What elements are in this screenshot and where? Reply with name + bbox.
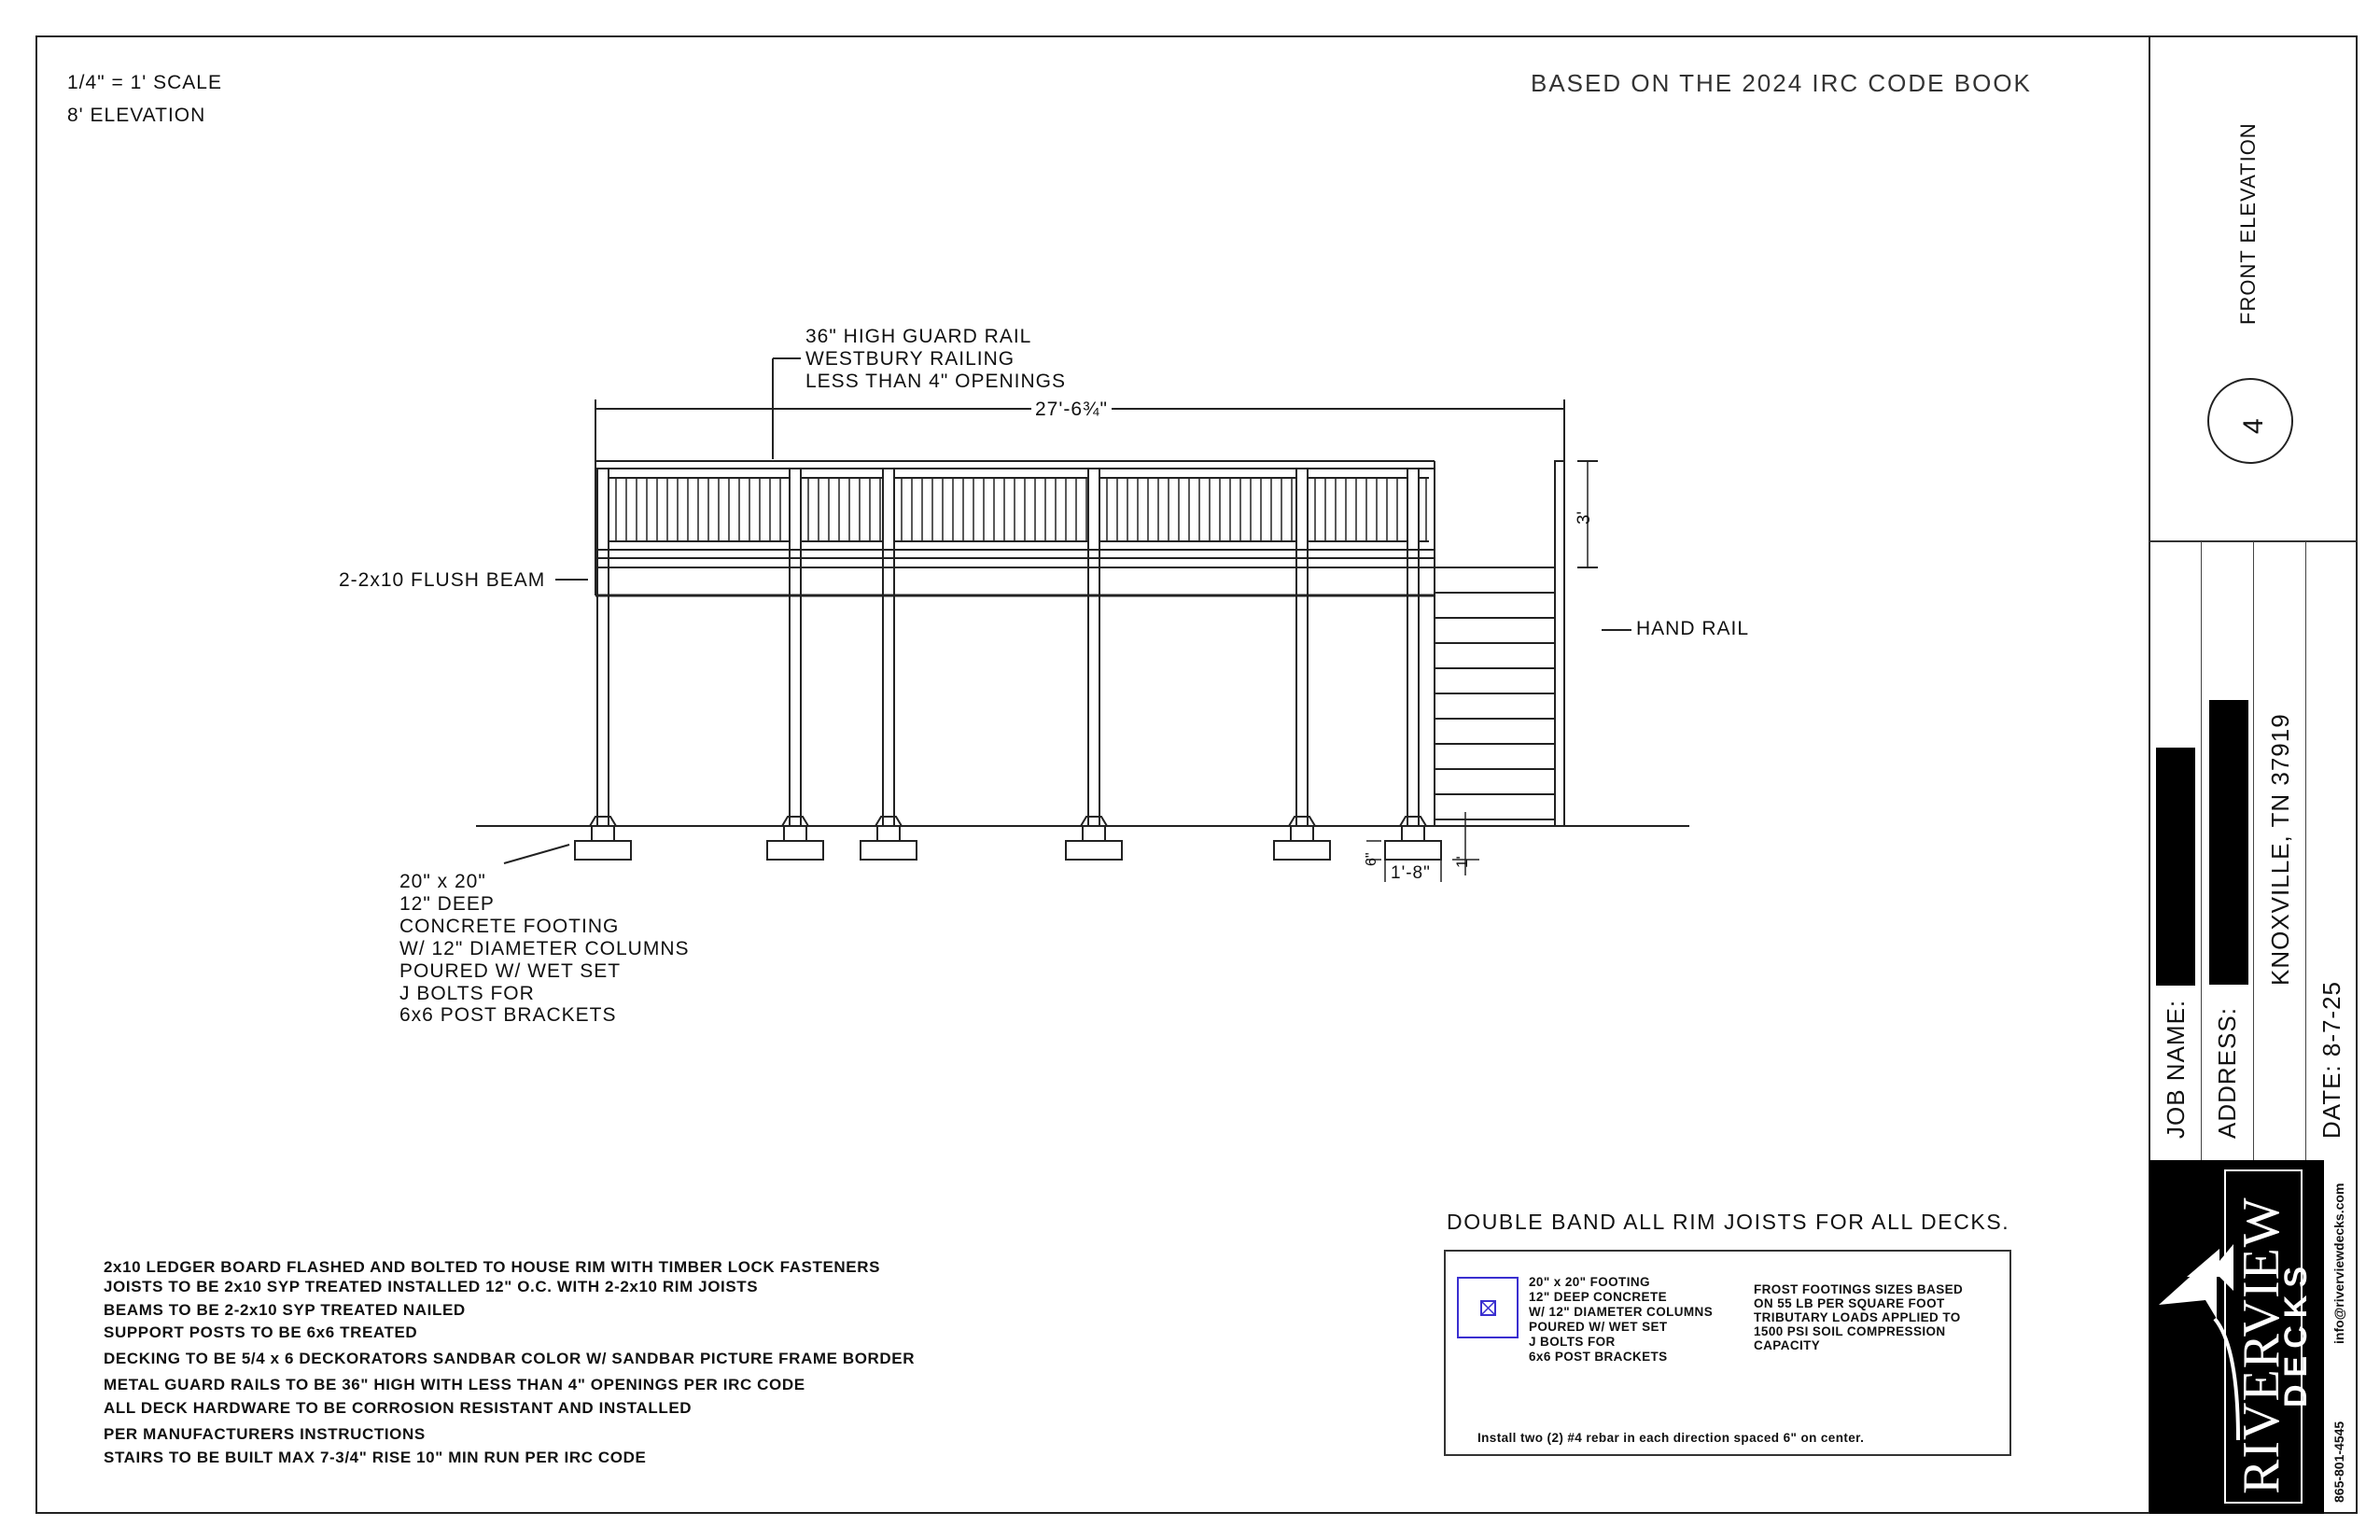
sheet-number-circle: 4 xyxy=(2207,378,2293,464)
post-bracket xyxy=(1398,816,1428,827)
note-line: BEAMS TO BE 2-2x10 SYP TREATED NAILED xyxy=(104,1301,466,1319)
footing-x-icon xyxy=(1480,1300,1496,1316)
note-line: STAIRS TO BE BUILT MAX 7-3/4" RISE 10" M… xyxy=(104,1449,647,1466)
legend-footing-line: 6x6 POST BRACKETS xyxy=(1529,1350,1668,1364)
sheet-border xyxy=(35,35,2358,1514)
frost-line: 1500 PSI SOIL COMPRESSION xyxy=(1754,1324,1946,1338)
date: DATE: 8-7-25 xyxy=(2317,980,2345,1139)
frost-line: FROST FOOTINGS SIZES BASED xyxy=(1754,1282,1964,1296)
job-name-redacted xyxy=(2156,748,2195,986)
footing-note-line: W/ 12" DIAMETER COLUMNS xyxy=(399,938,690,959)
concrete-footing xyxy=(766,840,824,861)
frost-line: TRIBUTARY LOADS APPLIED TO xyxy=(1754,1310,1961,1324)
post-bracket xyxy=(1287,816,1317,827)
note-line: JOISTS TO BE 2x10 SYP TREATED INSTALLED … xyxy=(104,1278,759,1295)
footing-note-line: J BOLTS FOR xyxy=(399,983,535,1004)
legend-footing-line: J BOLTS FOR xyxy=(1529,1335,1616,1349)
note-line: SUPPORT POSTS TO BE 6x6 TREATED xyxy=(104,1323,418,1341)
elevation-label: 8' ELEVATION xyxy=(67,105,206,126)
concrete-footing xyxy=(1273,840,1331,861)
company-phone: 865-801-4545 xyxy=(2331,1421,2346,1503)
sheet-title: FRONT ELEVATION xyxy=(2236,122,2260,325)
address-redacted xyxy=(2209,700,2248,985)
footing-symbol xyxy=(1457,1277,1519,1338)
company-email[interactable]: info@riverviewdecks.com xyxy=(2331,1183,2346,1344)
job-name-label: JOB NAME: xyxy=(2162,999,2190,1139)
footing-thickness-dimension: 6" xyxy=(1364,852,1379,866)
sheet-number: 4 xyxy=(2238,418,2269,434)
title-col-rule xyxy=(2305,541,2306,1160)
post-bracket xyxy=(874,816,903,827)
frost-line: ON 55 LB PER SQUARE FOOT xyxy=(1754,1296,1945,1310)
note-line: DECKING TO BE 5/4 x 6 DECKORATORS SANDBA… xyxy=(104,1350,916,1367)
hand-rail-label: HAND RAIL xyxy=(1636,618,1750,639)
post-bracket xyxy=(780,816,810,827)
concrete-footing xyxy=(860,840,917,861)
footing-depth-dimension: 1' xyxy=(1453,856,1471,868)
hand-rail xyxy=(1554,460,1565,827)
footing-note-line: 12" DEEP xyxy=(399,893,495,915)
title-block-divider xyxy=(2149,35,2150,1514)
footing-legend-box: 20" x 20" FOOTING 12" DEEP CONCRETE W/ 1… xyxy=(1444,1250,2011,1456)
guard-rail-note-3: LESS THAN 4" OPENINGS xyxy=(805,371,1066,392)
footing-note-line: 6x6 POST BRACKETS xyxy=(399,1004,617,1026)
frost-line: CAPACITY xyxy=(1754,1338,1821,1352)
code-reference: BASED ON THE 2024 IRC CODE BOOK xyxy=(1531,69,2032,97)
rail-height-dimension: 3' xyxy=(1575,511,1594,525)
guard-rail-note-1: 36" HIGH GUARD RAIL xyxy=(805,326,1032,347)
flush-beam-label: 2-2x10 FLUSH BEAM xyxy=(339,569,546,591)
legend-footing-line: POURED W/ WET SET xyxy=(1529,1320,1668,1334)
note-line: ALL DECK HARDWARE TO BE CORROSION RESIST… xyxy=(104,1399,693,1417)
stair-stringer xyxy=(1434,567,1556,827)
logo-wordmark-decks: DECKS xyxy=(2278,1258,2314,1407)
city-state-zip: KNOXVILLE, TN 37919 xyxy=(2266,713,2294,986)
legend-footing-line: 12" DEEP CONCRETE xyxy=(1529,1290,1667,1304)
company-logo: RIVERVIEW DECKS xyxy=(2149,1160,2324,1514)
overall-width-dimension: 27'-6¾" xyxy=(1031,399,1113,419)
footing-note-line: CONCRETE FOOTING xyxy=(399,916,620,937)
footing-width-dimension: 1'-8" xyxy=(1391,863,1431,883)
rebar-note: Install two (2) #4 rebar in each directi… xyxy=(1477,1431,1865,1445)
title-col-rule xyxy=(2253,541,2254,1160)
concrete-footing xyxy=(1384,840,1442,861)
concrete-footing xyxy=(1065,840,1123,861)
note-line: 2x10 LEDGER BOARD FLASHED AND BOLTED TO … xyxy=(104,1258,881,1276)
scale-label: 1/4" = 1' SCALE xyxy=(67,72,222,93)
note-line: PER MANUFACTURERS INSTRUCTIONS xyxy=(104,1425,426,1443)
footing-leader xyxy=(503,844,570,864)
post-bracket xyxy=(588,816,618,827)
footing-note-line: POURED W/ WET SET xyxy=(399,960,622,982)
address-label: ADDRESS: xyxy=(2213,1007,2241,1139)
double-band-heading: DOUBLE BAND ALL RIM JOISTS FOR ALL DECKS… xyxy=(1447,1210,2010,1234)
post-bracket xyxy=(1079,816,1109,827)
guard-rail-note-2: WESTBURY RAILING xyxy=(805,348,1015,370)
note-line: METAL GUARD RAILS TO BE 36" HIGH WITH LE… xyxy=(104,1376,805,1393)
legend-footing-line: W/ 12" DIAMETER COLUMNS xyxy=(1529,1305,1714,1319)
legend-footing-line: 20" x 20" FOOTING xyxy=(1529,1275,1650,1289)
pine-trees-icon xyxy=(2159,1244,2240,1441)
title-col-rule xyxy=(2201,541,2202,1160)
footing-note-line: 20" x 20" xyxy=(399,871,486,892)
concrete-footing xyxy=(574,840,632,861)
